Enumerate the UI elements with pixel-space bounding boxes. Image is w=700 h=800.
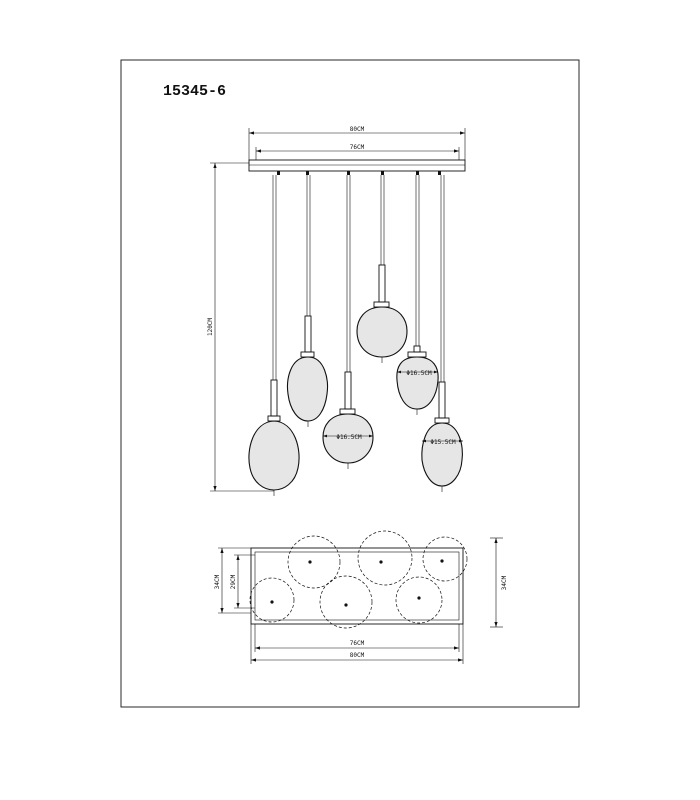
- overall-width-dimension: 80CM: [248, 126, 466, 160]
- pendant-6: Φ15.5CM: [421, 175, 463, 492]
- elevation-view: 80CM 76CM 120CM: [207, 126, 466, 496]
- shade-diameter-label-3: Φ15.5CM: [430, 439, 456, 446]
- ceiling-canopy: [248, 159, 466, 172]
- height-label: 120CM: [207, 318, 214, 336]
- plan-shade-circles: [249, 530, 468, 629]
- plan-outer-width-dimension: 80CM: [250, 624, 464, 664]
- plan-outer-depth-label: 34CM: [214, 574, 221, 589]
- drawing-frame: [120, 59, 580, 708]
- pendant-3: Φ16.5CM: [322, 175, 374, 469]
- shade-diameter-label-1: Φ16.5CM: [336, 434, 362, 441]
- pendant-4: [356, 175, 408, 363]
- pendant-1: [248, 175, 300, 496]
- shade-diameter-label-2: Φ16.5CM: [406, 370, 432, 377]
- height-dimension: 120CM: [207, 162, 274, 492]
- plan-outer-width-label: 80CM: [350, 652, 365, 659]
- plan-right-depth-label: 34CM: [501, 575, 508, 590]
- mount-width-label: 76CM: [350, 144, 365, 151]
- plan-view: 34CM 29CM 34CM 76CM: [214, 530, 508, 664]
- pendant-2: [286, 175, 329, 427]
- plan-inner-width-label: 76CM: [350, 640, 365, 647]
- product-code: 15345-6: [163, 83, 226, 100]
- plan-canopy: [250, 547, 464, 625]
- plan-inner-depth-dimension: 29CM: [230, 554, 255, 609]
- mount-width-dimension: 76CM: [255, 144, 460, 160]
- overall-width-label: 80CM: [350, 126, 365, 133]
- plan-right-depth-dimension: 34CM: [490, 537, 508, 628]
- plan-inner-width-dimension: 76CM: [254, 624, 460, 652]
- canopy-fixings: [277, 171, 441, 175]
- plan-outer-depth-dimension: 34CM: [214, 547, 251, 614]
- plan-inner-depth-label: 29CM: [230, 574, 237, 589]
- pendant-5: Φ16.5CM: [396, 175, 439, 415]
